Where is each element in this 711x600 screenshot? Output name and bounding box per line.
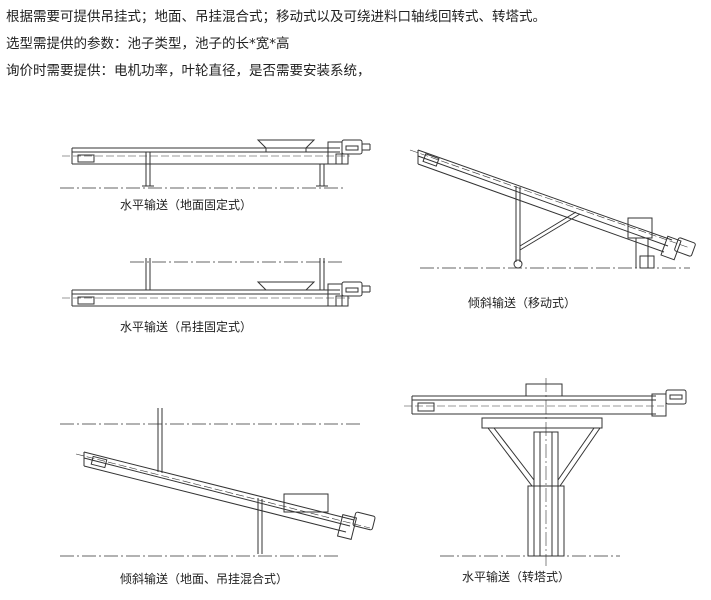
caption-horizontal-ground: 水平输送（地面固定式） — [120, 198, 253, 212]
diagram-horizontal-hanging — [62, 258, 371, 307]
diagram-horizontal-tower — [404, 378, 687, 566]
diagram-inclined-mobile — [409, 149, 696, 269]
caption-inclined-mobile: 倾斜输送（移动式） — [468, 296, 577, 310]
caption-inclined-mixed: 倾斜输送（地面、吊挂混合式） — [120, 572, 289, 586]
intro-line-3: 询价时需要提供：电机功率，叶轮直径，是否需要安装系统， — [6, 63, 371, 79]
intro-line-2: 选型需提供的参数：池子类型，池子的长*宽*高 — [6, 36, 290, 52]
intro-text: 根据需要可提供吊挂式；地面、吊挂混合式；移动式以及可绕进料口轴线回转式、转塔式。… — [6, 4, 706, 85]
diagram-horizontal-ground — [60, 139, 371, 189]
caption-horizontal-hanging: 水平输送（吊挂固定式） — [120, 320, 253, 334]
caption-horizontal-tower: 水平输送（转塔式） — [462, 570, 571, 584]
diagram-inclined-mixed — [60, 408, 376, 557]
intro-line-1: 根据需要可提供吊挂式；地面、吊挂混合式；移动式以及可绕进料口轴线回转式、转塔式。 — [6, 9, 546, 25]
